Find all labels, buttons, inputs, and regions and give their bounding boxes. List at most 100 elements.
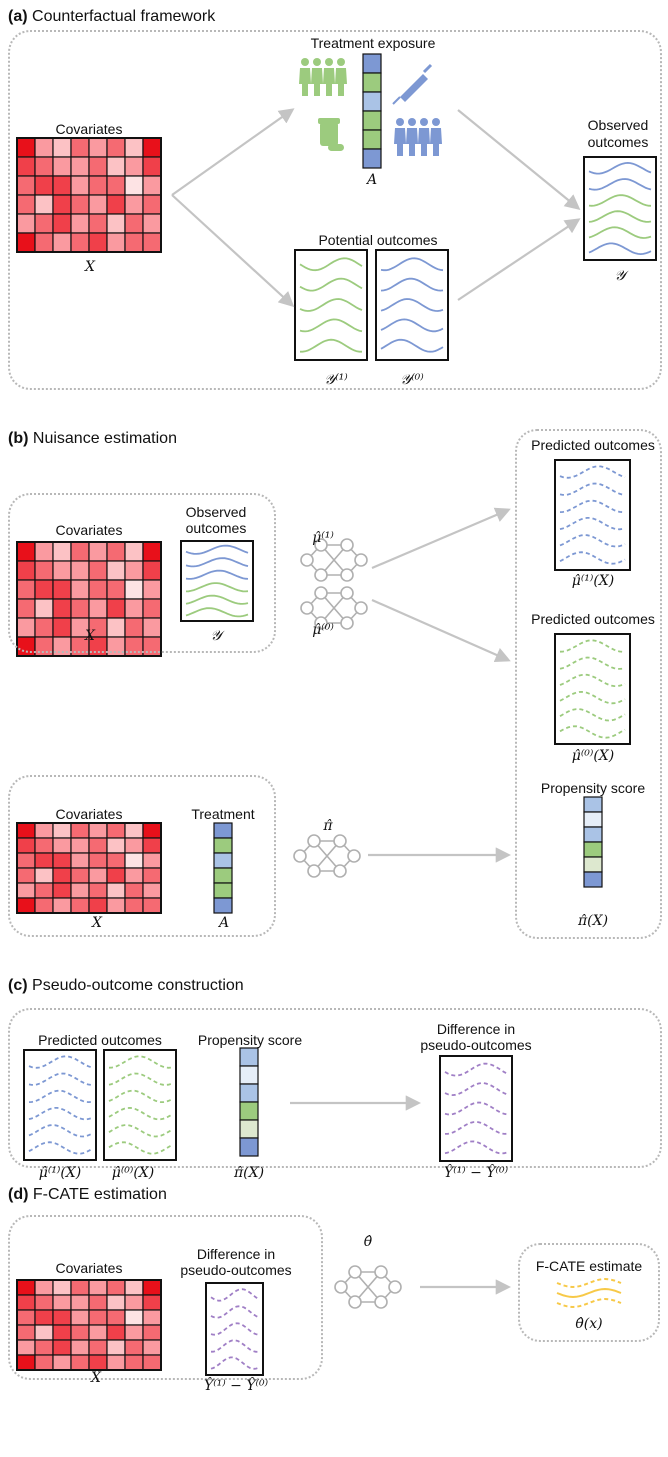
- syringe-needle: [392, 96, 401, 105]
- outcome-curve: [185, 544, 249, 555]
- outcome-curve: [380, 338, 444, 353]
- theta-label: θ̂: [363, 1234, 373, 1250]
- outcome-curve: [299, 277, 363, 292]
- network-pi: [293, 834, 361, 878]
- nn-node: [340, 586, 354, 600]
- outcome-curve: [445, 1120, 508, 1135]
- y0-label: 𝒴⁽⁰⁾: [400, 372, 424, 388]
- arrow-mu1-to-prediction: [371, 507, 511, 570]
- outcome-curve: [588, 178, 652, 191]
- outcome-curve: [185, 569, 249, 580]
- outcome-curve: [588, 210, 652, 223]
- outcome-curve: [380, 277, 444, 292]
- diff-label-c-2: pseudo-outcomes: [420, 1037, 532, 1053]
- vector-cell: [213, 897, 233, 914]
- outcome-curve: [299, 257, 363, 272]
- treatment-vector-a: [362, 53, 382, 169]
- treatment-vector-b: [213, 822, 233, 914]
- diff-label-c-1: Difference in: [436, 1021, 516, 1037]
- outcome-curve: [185, 557, 249, 568]
- nn-node: [314, 586, 328, 600]
- nn-node: [348, 1265, 362, 1279]
- mu0x-label-b: μ̂⁽⁰⁾(X): [571, 748, 615, 764]
- outcome-curve: [559, 517, 626, 531]
- outcome-curve: [559, 465, 626, 479]
- y-label-b: 𝒴: [210, 628, 222, 644]
- section-b-title: (b) Nuisance estimation: [8, 430, 177, 447]
- pix-label-c: π̂(X): [233, 1165, 265, 1181]
- network-theta: [334, 1265, 402, 1309]
- covariates-label-b2: Covariates: [55, 806, 123, 822]
- outcome-curve: [210, 1356, 259, 1370]
- group-nuisance-treatment: [8, 775, 276, 937]
- person-body: [335, 68, 347, 96]
- x-label-a: X: [85, 259, 95, 275]
- network-mu0: [300, 586, 368, 630]
- nn-node: [314, 538, 328, 552]
- outcome-curve: [444, 1062, 508, 1077]
- covariates-label-d: Covariates: [55, 1260, 123, 1276]
- panel-frame: [554, 633, 631, 745]
- potential-outcome-panel-0: [375, 249, 449, 361]
- diff-label-d-1: Difference in: [196, 1246, 276, 1262]
- outcome-curve: [300, 338, 362, 353]
- vector-cell: [362, 148, 382, 169]
- thetax-label: θ̂(x): [575, 1316, 603, 1332]
- heatmap-border: [16, 541, 162, 657]
- nn-node: [334, 1280, 348, 1294]
- nn-node: [300, 601, 314, 615]
- nn-node: [340, 616, 354, 630]
- outcome-curve: [108, 1072, 172, 1086]
- nn-node: [340, 568, 354, 582]
- group-pseudo-outcome: [8, 1008, 662, 1168]
- observed-outcome-panel-b: [180, 540, 254, 622]
- potential-outcome-panel-1: [294, 249, 368, 361]
- outcome-curve: [185, 607, 249, 618]
- nn-node: [340, 538, 354, 552]
- predicted-outcomes-label-c: Predicted outcomes: [38, 1032, 162, 1048]
- group-counterfactual: [8, 30, 662, 390]
- group-fcate-inputs: [8, 1215, 323, 1380]
- person-head: [301, 58, 309, 66]
- covariates-label-a: Covariates: [55, 121, 123, 137]
- observed-outcomes-label-b-2: outcomes: [185, 520, 247, 536]
- outcome-curve: [559, 708, 626, 722]
- predicted-outcomes-label-b1: Predicted outcomes: [531, 437, 655, 453]
- outcome-curve: [210, 1322, 259, 1336]
- fcate-curve: [556, 1287, 622, 1299]
- observed-outcomes-label-a-2: outcomes: [587, 134, 649, 150]
- pill-icon: [318, 118, 344, 151]
- person-body: [311, 68, 323, 96]
- people-icon-treated: [299, 58, 347, 96]
- arrow-mu0-to-prediction: [371, 598, 511, 663]
- outcome-curve: [380, 298, 444, 312]
- group-nuisance-outcome: [8, 493, 276, 653]
- outcome-curve: [210, 1305, 259, 1319]
- panel-frame: [439, 1055, 513, 1162]
- outcome-curve: [588, 161, 652, 175]
- outcome-curve: [559, 639, 626, 653]
- nn-node: [293, 849, 307, 863]
- outcome-curve: [299, 318, 363, 333]
- outcome-curve: [185, 582, 249, 593]
- outcome-curve: [444, 1101, 508, 1116]
- person-head: [325, 58, 333, 66]
- nn-node: [374, 1265, 388, 1279]
- outcome-curve: [28, 1072, 92, 1086]
- person-body: [394, 128, 406, 156]
- predicted-outcomes-label-b2: Predicted outcomes: [531, 611, 655, 627]
- difference-panel-d: [205, 1282, 264, 1376]
- propensity-vector-b: [583, 796, 603, 888]
- outcome-curve: [444, 1140, 508, 1155]
- outcome-curve: [108, 1055, 172, 1069]
- mu0-label: μ̂⁽⁰⁾: [312, 622, 334, 638]
- arrow-potential-to-observed: [457, 218, 581, 301]
- x-label-d: X: [91, 1370, 101, 1386]
- outcome-curve: [185, 594, 249, 605]
- syringe-icon: [392, 63, 433, 105]
- x-label-b1: X: [85, 628, 95, 644]
- observed-outcome-panel-a: [583, 156, 657, 261]
- nn-node: [314, 568, 328, 582]
- pix-label-b: π̂(X): [577, 913, 609, 929]
